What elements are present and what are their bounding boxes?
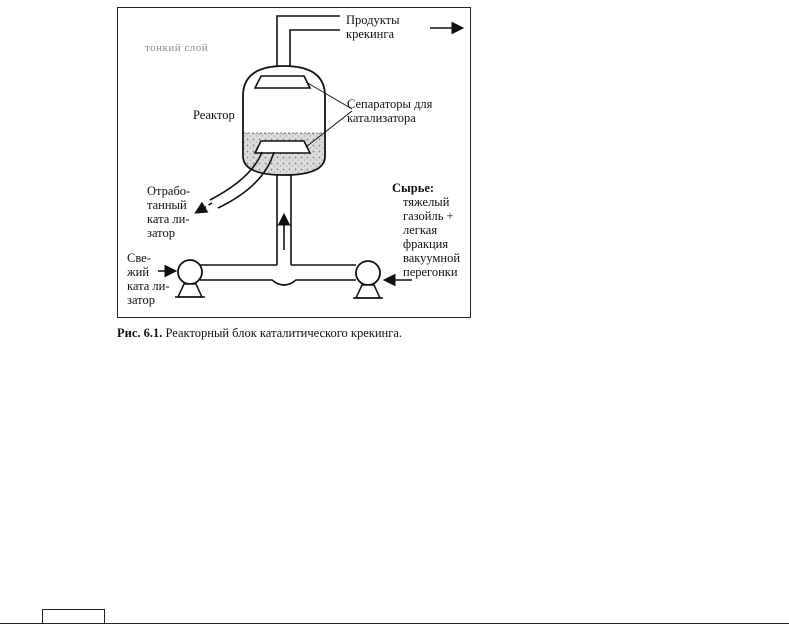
catalyst-separator-bottom: [253, 140, 312, 154]
label-spent-catalyst: Отрабо- танный ката ли- затор: [147, 184, 191, 240]
feed-pump: [353, 260, 383, 299]
label-reactor: Реактор: [193, 108, 235, 122]
label-separators: Сепараторы для катализатора: [347, 97, 433, 125]
label-products: Продукты крекинга: [346, 13, 400, 41]
page-number-tab: [42, 609, 105, 623]
feed-manifold: [200, 264, 356, 286]
product-outlet-pipe: [276, 15, 340, 66]
spent-catalyst-tube: [209, 151, 275, 209]
fresh-catalyst-pump: [175, 259, 205, 298]
faint-bleed-text: тонкий слой: [145, 42, 209, 54]
figure-frame: [117, 7, 471, 318]
caption-number: Рис. 6.1.: [117, 326, 163, 340]
figure-caption: Рис. 6.1. Реакторный блок каталитическог…: [117, 326, 402, 341]
label-feed-description: тяжелый газойль + легкая фракция вакуумн…: [403, 195, 461, 279]
label-fresh-catalyst: Све- жий ката ли- затор: [127, 251, 170, 307]
separator-leaders: [305, 81, 353, 148]
label-feed-title: Сырье:: [392, 181, 435, 195]
riser-pipe: [276, 175, 292, 265]
footer-rule: [0, 623, 789, 624]
caption-text: Реакторный блок каталитического крекинга…: [162, 326, 403, 340]
catalyst-separator-top: [253, 75, 312, 89]
spent-catalyst-arrow: [194, 201, 213, 214]
